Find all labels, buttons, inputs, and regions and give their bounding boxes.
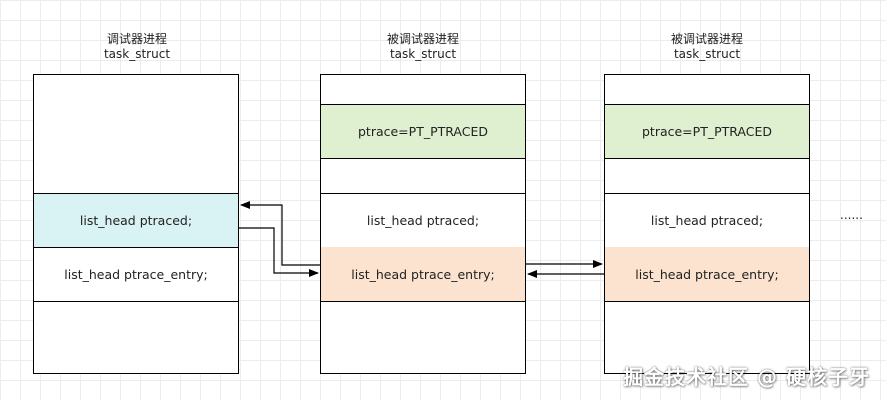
- debugger-ptrace-entry-field: list_head ptrace_entry;: [34, 247, 238, 302]
- debugger-task-struct: list_head ptraced; list_head ptrace_entr…: [33, 74, 239, 374]
- tracee1-ptrace-entry-label: list_head ptrace_entry;: [351, 266, 495, 282]
- tracee2-struct-label: task_struct: [673, 47, 741, 61]
- debugger-caption: 调试器进程 task_struct: [36, 32, 238, 62]
- debugger-ptraced-field: list_head ptraced;: [34, 193, 238, 248]
- debugger-ptraced-label: list_head ptraced;: [79, 213, 193, 228]
- debugger-title: 调试器进程: [106, 32, 167, 46]
- tracee2-caption: 被调试器进程 task_struct: [605, 32, 809, 62]
- tracee1-struct-label: task_struct: [389, 47, 457, 61]
- arrow-debugger-to-tracee1: [239, 227, 319, 277]
- tracee1-caption: 被调试器进程 task_struct: [321, 32, 525, 62]
- tracee2-ptrace-entry-label: list_head ptrace_entry;: [635, 266, 779, 282]
- tracee1-task-struct: ptrace=PT_PTRACED list_head ptraced; lis…: [320, 74, 526, 374]
- tracee2-ptraced-label: list_head ptraced;: [650, 213, 764, 228]
- debugger-ptrace-entry-label: list_head ptrace_entry;: [64, 266, 208, 282]
- arrow-tracee1-to-debugger: [240, 201, 320, 266]
- tracee2-ptrace-entry-field: list_head ptrace_entry;: [605, 247, 809, 302]
- tracee1-ptraced-label: list_head ptraced;: [366, 213, 480, 228]
- tracee2-ptrace-field: ptrace=PT_PTRACED: [605, 104, 809, 159]
- tracee2-title: 被调试器进程: [670, 32, 743, 46]
- tracee1-ptrace-label: ptrace=PT_PTRACED: [357, 124, 489, 139]
- tracee2-ptrace-label: ptrace=PT_PTRACED: [641, 124, 773, 139]
- tracee1-ptrace-field: ptrace=PT_PTRACED: [321, 104, 525, 159]
- debugger-struct-label: task_struct: [103, 47, 171, 61]
- tracee1-title: 被调试器进程: [386, 32, 459, 46]
- more-ellipsis: ......: [840, 208, 863, 222]
- tracee2-task-struct: ptrace=PT_PTRACED list_head ptraced; lis…: [604, 74, 810, 374]
- tracee1-ptrace-entry-field: list_head ptrace_entry;: [321, 247, 525, 302]
- watermark: 掘金技术社区 @ 硬核子牙: [623, 365, 870, 389]
